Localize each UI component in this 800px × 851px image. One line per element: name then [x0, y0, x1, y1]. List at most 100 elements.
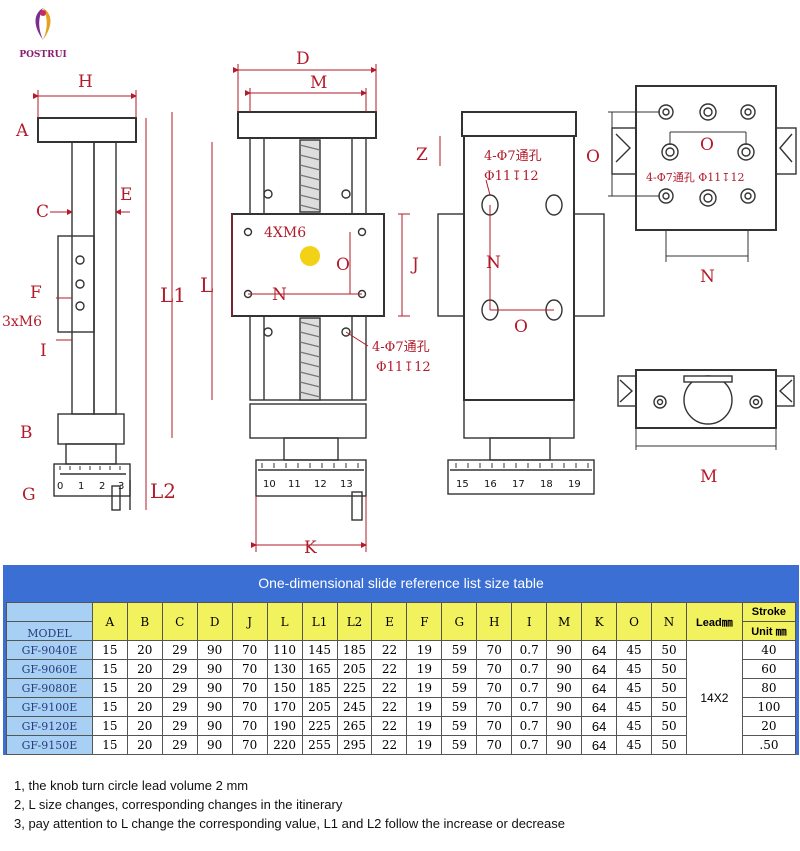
stroke-unit-header: Unit ㎜ [741, 621, 797, 641]
dim-label: F [30, 283, 42, 303]
col-header: E [371, 602, 408, 641]
dim-label: G [22, 485, 36, 505]
value-cell: 22 [371, 735, 408, 755]
value-cell: 0.7 [511, 735, 548, 755]
dim-label: O [336, 255, 350, 275]
value-cell: 185 [301, 678, 338, 698]
scale-mark: 18 [540, 479, 553, 490]
value-cell: 70 [476, 697, 513, 717]
value-cell: 70 [476, 716, 513, 736]
value-cell: 90 [196, 640, 233, 660]
dim-label: O [700, 135, 714, 155]
technical-drawing: H A C E F 3xM6 I B G L2 L1 L 0 1 2 3 D M… [2, 49, 797, 558]
value-cell: 220 [266, 735, 303, 755]
value-cell: 45 [616, 716, 652, 736]
hole-note: Φ11↧12 [376, 360, 431, 375]
value-cell: 29 [161, 716, 198, 736]
dim-label: N [700, 267, 715, 287]
lead-cell: 14X2 [685, 640, 743, 755]
col-header: A [91, 602, 128, 641]
value-cell: 45 [616, 678, 652, 698]
value-cell: 64 [581, 678, 618, 698]
value-cell: 22 [371, 697, 408, 717]
dim-label: L [200, 273, 213, 297]
dim-label: I [40, 341, 47, 361]
value-cell: 59 [441, 640, 478, 660]
value-cell: 70 [231, 735, 268, 755]
col-header: N [651, 602, 687, 641]
col-header: B [126, 602, 163, 641]
value-cell: 185 [336, 640, 373, 660]
top-view [608, 85, 797, 262]
model-cell: GF-9060E [6, 659, 93, 679]
value-cell: 20 [126, 678, 163, 698]
value-cell: 70 [476, 735, 513, 755]
value-cell: 64 [581, 735, 618, 755]
table-title: One-dimensional slide reference list siz… [258, 575, 544, 591]
value-cell: 90 [546, 735, 583, 755]
dim-label: O [514, 317, 528, 337]
hole-note: 4-Φ7通孔 [372, 340, 430, 355]
value-cell: 19 [406, 678, 443, 698]
hole-note: Φ11↧12 [484, 169, 539, 184]
dim-label: L1 [160, 283, 186, 307]
value-cell: 265 [336, 716, 373, 736]
value-cell: 50 [651, 659, 687, 679]
scale-mark: 11 [288, 479, 301, 490]
value-cell: 70 [476, 640, 513, 660]
scale-mark: 10 [263, 479, 276, 490]
col-header: K [581, 602, 618, 641]
value-cell: 19 [406, 697, 443, 717]
model-cell: GF-9100E [6, 697, 93, 717]
value-cell: 0.7 [511, 640, 548, 660]
value-cell: 245 [336, 697, 373, 717]
scale-mark: 1 [78, 481, 84, 492]
dim-label: M [700, 467, 717, 487]
dim-label: N [486, 253, 501, 273]
value-cell: 110 [266, 640, 303, 660]
value-cell: 90 [546, 697, 583, 717]
model-header-spacer [6, 602, 93, 622]
value-cell: 70 [476, 678, 513, 698]
model-cell: GF-9120E [6, 716, 93, 736]
value-cell: 205 [301, 697, 338, 717]
end-view [617, 369, 795, 450]
value-cell: 90 [546, 678, 583, 698]
value-cell: 29 [161, 678, 198, 698]
dim-label: L2 [150, 479, 176, 503]
value-cell: 170 [266, 697, 303, 717]
dim-label: Z [416, 145, 428, 165]
value-cell: 29 [161, 735, 198, 755]
value-cell: 70 [231, 659, 268, 679]
scale-mark: 12 [314, 479, 327, 490]
value-cell: 50 [651, 678, 687, 698]
model-cell: GF-9150E [6, 735, 93, 755]
value-cell: 20 [126, 640, 163, 660]
front-view [171, 64, 410, 552]
value-cell: 90 [546, 716, 583, 736]
dim-label: C [36, 202, 49, 222]
value-cell: 45 [616, 735, 652, 755]
model-cell: GF-9080E [6, 678, 93, 698]
value-cell: 50 [651, 735, 687, 755]
scale-mark: 3 [118, 481, 124, 492]
value-cell: 15 [91, 640, 128, 660]
value-cell: 19 [406, 659, 443, 679]
dim-label: 3xM6 [2, 314, 42, 330]
stroke-header: Stroke [741, 602, 797, 622]
dim-label: M [310, 73, 327, 93]
col-header: C [161, 602, 198, 641]
value-cell: 59 [441, 659, 478, 679]
stroke-cell: .50 [741, 735, 797, 755]
model-cell: GF-9040E [6, 640, 93, 660]
stroke-cell: 60 [741, 659, 797, 679]
value-cell: 20 [126, 716, 163, 736]
dim-label: D [296, 49, 310, 69]
value-cell: 19 [406, 735, 443, 755]
value-cell: 50 [651, 716, 687, 736]
hole-note: 4-Φ7通孔 [484, 149, 542, 164]
value-cell: 0.7 [511, 659, 548, 679]
dim-label: E [120, 185, 132, 205]
value-cell: 205 [336, 659, 373, 679]
col-header: D [196, 602, 233, 641]
